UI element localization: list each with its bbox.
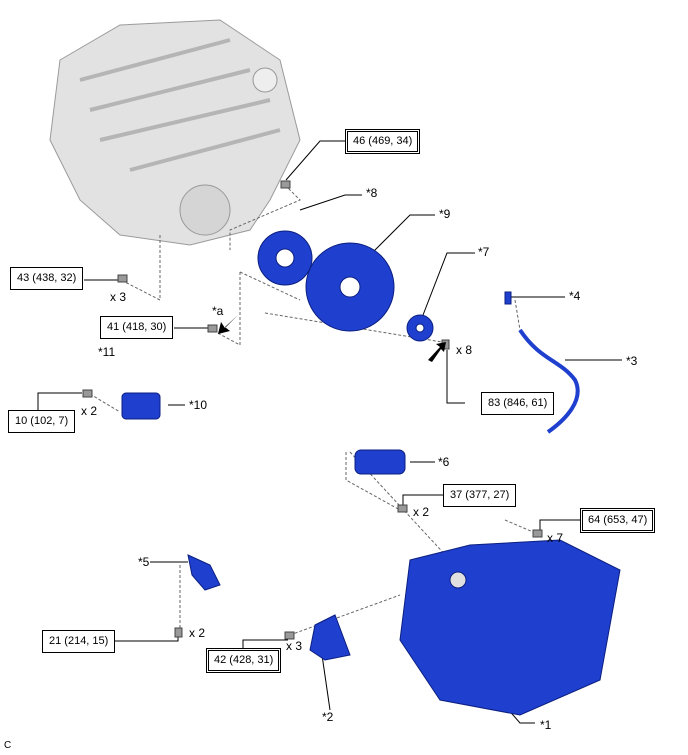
figure-code: C [4,740,12,751]
callout-8: *8 [366,186,378,200]
qty-64: x 7 [547,531,564,545]
torque-spec-43: 43 (438, 32) [10,267,84,290]
bracket [187,554,221,591]
torque-spec-41: 41 (418, 30) [100,316,174,339]
transaxle [399,539,621,716]
bracket-2 [309,614,351,661]
callout-9: *9 [439,207,451,221]
torque-spec-21: 21 (214, 15) [42,630,116,653]
callout-7: *7 [478,245,490,259]
torque-spec-83: 83 (846, 61) [481,392,555,415]
torque-spec-46: 46 (469, 34) [345,129,421,154]
starter [354,449,406,475]
arrow-mark-icon [218,315,238,334]
torque-spec-10: 10 (102, 7) [8,410,76,433]
callout-5: *5 [138,555,150,569]
engine-illustration [49,19,301,246]
callout-a: *a [212,304,224,318]
qty-10: x 2 [81,404,98,418]
qty-42: x 3 [286,639,303,653]
callout-11: *11 [98,345,116,359]
oil-level-gauge-guide [518,328,580,434]
cover [121,392,161,420]
callout-1: *1 [540,718,552,732]
qty-43: x 3 [110,290,127,304]
callout-6: *6 [438,455,450,469]
qty-83: x 8 [456,343,473,357]
torque-spec-64: 64 (653, 47) [580,508,656,533]
qty-37: x 2 [413,505,430,519]
torque-spec-37: 37 (377, 27) [443,484,517,507]
oil-level-gauge [504,291,512,305]
torque-spec-42: 42 (428, 31) [206,648,282,673]
callout-4: *4 [569,289,581,303]
arrow-mark-icon [428,342,446,362]
qty-21: x 2 [189,626,206,640]
callout-10: *10 [189,398,208,412]
callout-3: *3 [626,354,638,368]
callout-2: *2 [322,710,334,724]
